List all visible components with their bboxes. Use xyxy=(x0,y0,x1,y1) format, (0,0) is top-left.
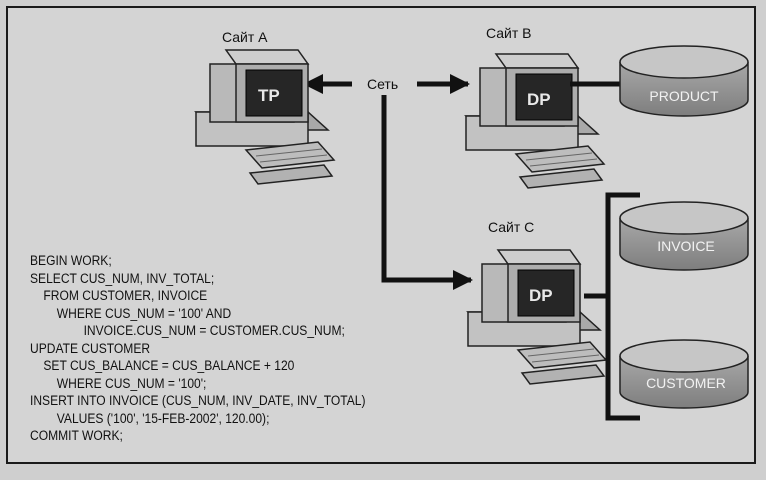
database-label-customer: CUSTOMER xyxy=(646,375,726,391)
site-a-label: Сайт A xyxy=(222,29,268,45)
database-customer: CUSTOMER xyxy=(619,339,749,409)
network-label: Сеть xyxy=(367,76,398,92)
code-line: VALUES ('100', '15-FEB-2002', 120.00); xyxy=(30,410,270,426)
computer-site-c: DP xyxy=(466,249,608,385)
code-line: WHERE CUS_NUM = '100' AND xyxy=(30,305,232,321)
code-line: FROM CUSTOMER, INVOICE xyxy=(30,288,208,303)
code-line: BEGIN WORK; xyxy=(30,253,112,268)
code-line: WHERE CUS_NUM = '100'; xyxy=(30,375,207,391)
database-invoice: INVOICE xyxy=(619,201,749,271)
site-c-label: Сайт C xyxy=(488,219,534,235)
code-line: INSERT INTO INVOICE (CUS_NUM, INV_DATE, … xyxy=(30,393,366,408)
code-line: UPDATE CUSTOMER xyxy=(30,340,151,356)
site-b-label: Сайт B xyxy=(486,25,532,41)
database-label-invoice: INVOICE xyxy=(657,238,715,254)
code-line: SET CUS_BALANCE = CUS_BALANCE + 120 xyxy=(30,358,295,373)
bracket-site-c xyxy=(605,192,640,421)
monitor-label-a: TP xyxy=(258,86,280,105)
monitor-label-c: DP xyxy=(529,286,553,305)
code-line: COMMIT WORK; xyxy=(30,428,123,443)
code-line: INVOICE.CUS_NUM = CUSTOMER.CUS_NUM; xyxy=(30,323,345,338)
computer-site-a: TP xyxy=(194,49,336,185)
computer-site-b: DP xyxy=(464,53,606,189)
monitor-label-b: DP xyxy=(527,90,551,109)
sql-transaction-code: BEGIN WORK; SELECT CUS_NUM, INV_TOTAL; F… xyxy=(30,252,366,445)
database-product: PRODUCT xyxy=(619,45,749,117)
database-label-product: PRODUCT xyxy=(649,88,719,104)
arrow-to-site-c xyxy=(381,95,473,290)
code-line: SELECT CUS_NUM, INV_TOTAL; xyxy=(30,270,215,286)
